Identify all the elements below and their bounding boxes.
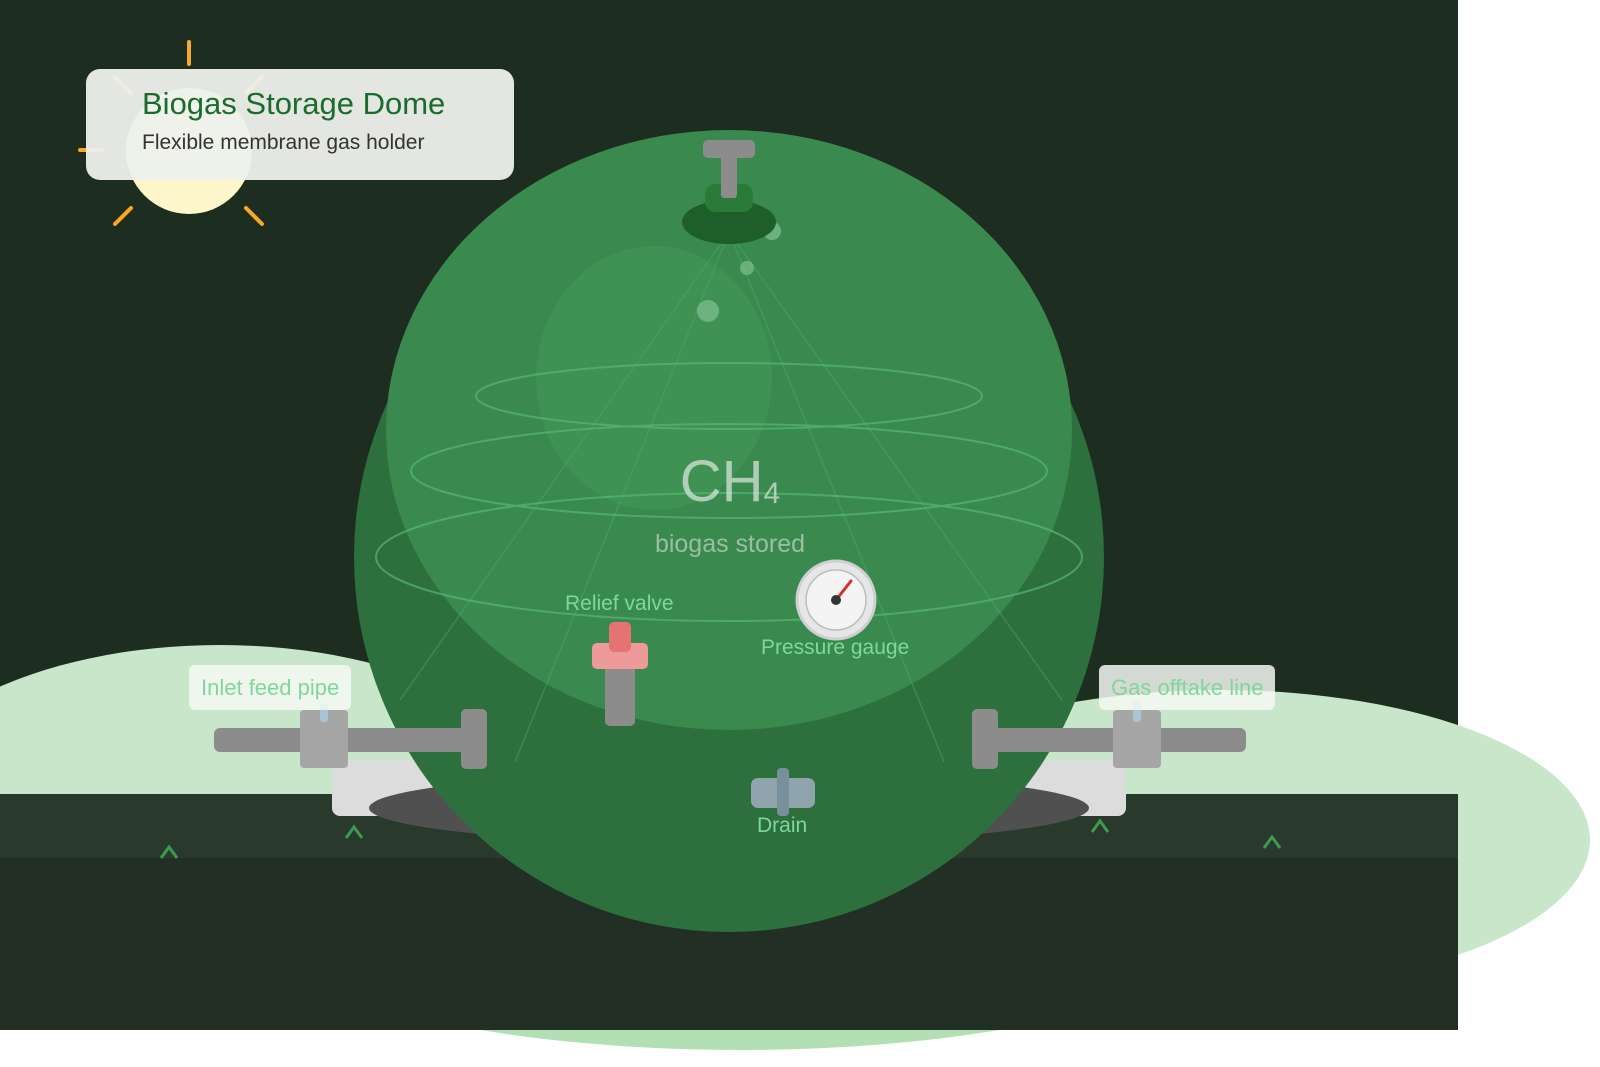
diagram-subtitle: Flexible membrane gas holder: [142, 131, 425, 154]
gas-rings: [375, 362, 1083, 622]
drain-label: Drain: [757, 814, 808, 837]
pressure-gauge-label: Pressure gauge: [761, 636, 910, 659]
offtake-label: Gas offtake line: [1099, 665, 1276, 710]
diagram-title: Biogas Storage Dome: [142, 86, 446, 121]
inlet-label: Inlet feed pipe: [189, 665, 352, 710]
relief-valve-label: Relief valve: [565, 592, 674, 615]
relief-valve-icon: [592, 622, 648, 726]
title-card: Biogas Storage Dome Flexible membrane ga…: [86, 69, 514, 180]
drain-valve-icon: [751, 768, 815, 816]
formula-subscript: 4: [763, 477, 781, 510]
offtake-pipe: [972, 700, 1246, 769]
dome-guide-lines: [399, 231, 1063, 763]
dome-caption: biogas stored: [654, 530, 806, 558]
pressure-gauge-icon: [795, 559, 877, 641]
top-vent-icon: [682, 140, 776, 244]
grass-tufts: [159, 818, 1282, 859]
formula-main: CH: [679, 449, 764, 514]
gas-bubbles: [697, 222, 781, 322]
inlet-pipe: [214, 704, 487, 769]
methane-formula: CH4: [600, 448, 860, 515]
